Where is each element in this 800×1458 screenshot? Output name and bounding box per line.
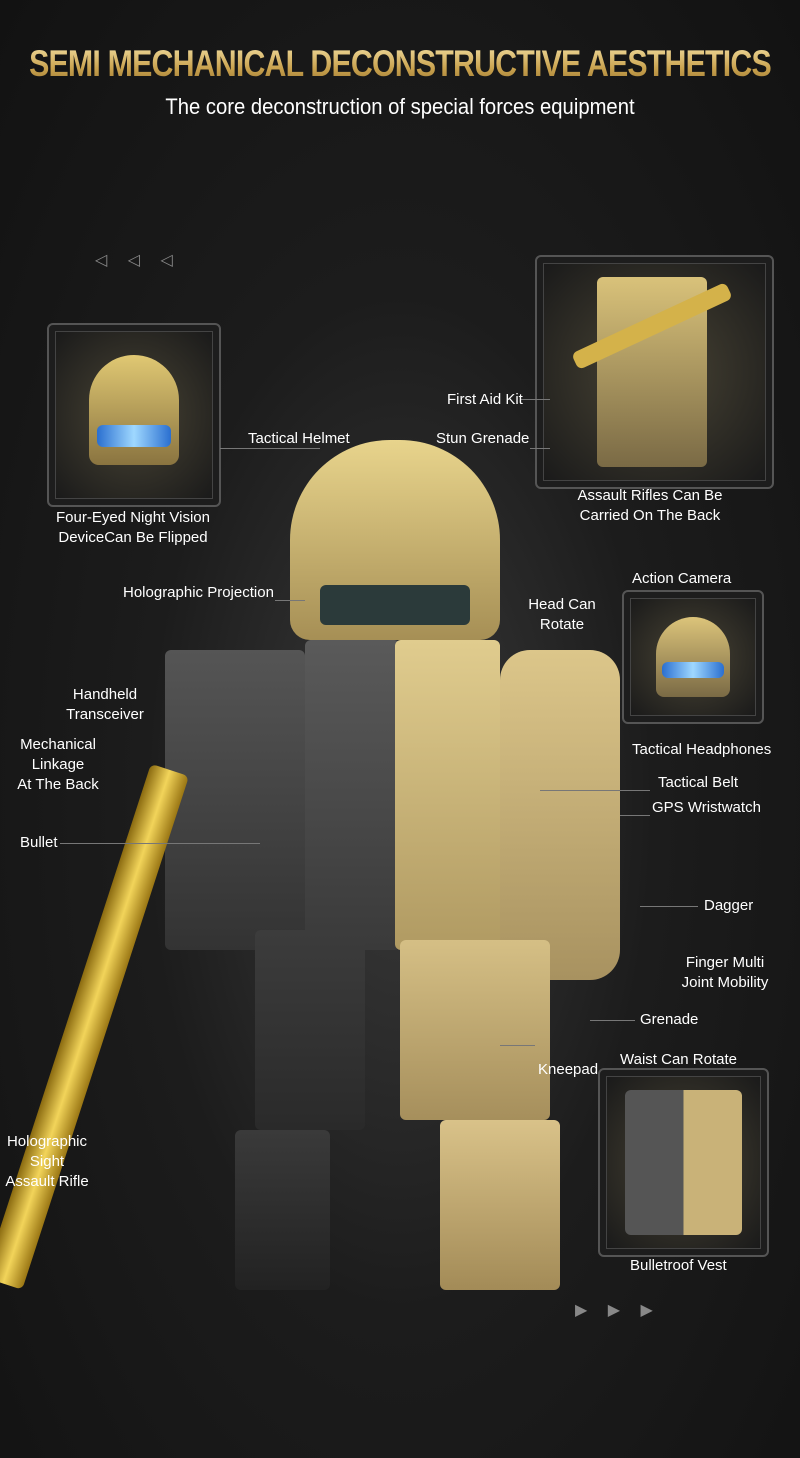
label-line: DeviceCan Be Flipped bbox=[58, 529, 208, 546]
label-stun-grenade: Stun Grenade bbox=[436, 430, 530, 447]
right-arrows-icon: ▶ ▶ ▶ bbox=[575, 1302, 661, 1319]
page-subtitle: The core deconstruction of special force… bbox=[165, 94, 635, 119]
label-rifles-back: Assault Rifles Can Be Carried On The Back bbox=[577, 486, 722, 526]
head-rotate-inset-image bbox=[622, 590, 764, 724]
label-waist-rotate: Waist Can Rotate bbox=[620, 1051, 737, 1068]
label-line: Rotate bbox=[539, 616, 585, 633]
label-tactical-belt: Tactical Belt bbox=[658, 774, 739, 791]
label-line: Sight bbox=[29, 1153, 65, 1170]
label-bullet: Bullet bbox=[20, 834, 58, 851]
label-action-camera: Action Camera bbox=[632, 570, 732, 587]
vest-inset-image bbox=[598, 1068, 769, 1257]
page-title: SEMI MECHANICAL DECONSTRUCTIVE AESTHETIC… bbox=[29, 43, 772, 84]
label-wristwatch: GPS Wristwatch bbox=[652, 799, 761, 816]
label-grenade: Grenade bbox=[640, 1011, 699, 1028]
label-line: Head Can bbox=[528, 596, 596, 613]
label-line: Joint Mobility bbox=[681, 974, 769, 991]
label-line: Linkage bbox=[31, 756, 85, 773]
label-dagger: Dagger bbox=[704, 897, 754, 914]
left-arrows-icon: ◁ ◁ ◁ bbox=[95, 252, 181, 269]
label-tactical-helmet: Tactical Helmet bbox=[248, 430, 350, 447]
label-line: Transceiver bbox=[66, 706, 144, 723]
label-line: Assault Rifles Can Be bbox=[577, 487, 723, 504]
label-holographic-projection: Holographic Projection bbox=[123, 584, 274, 601]
label-kneepad: Kneepad bbox=[538, 1061, 599, 1078]
label-first-aid-kit: First Aid Kit bbox=[447, 391, 523, 408]
label-line: Carried On The Back bbox=[579, 507, 721, 524]
label-line: Mechanical bbox=[20, 736, 96, 753]
label-line: Assault Rifle bbox=[5, 1173, 89, 1190]
label-headphones: Tactical Headphones bbox=[632, 741, 772, 758]
label-vest: Bulletroof Vest bbox=[630, 1257, 727, 1274]
back-view-inset-image bbox=[535, 255, 774, 489]
label-line: Finger Multi bbox=[685, 954, 765, 971]
label-line: Handheld bbox=[72, 686, 138, 703]
label-line: Four-Eyed Night Vision bbox=[56, 509, 210, 526]
helmet-inset-image bbox=[47, 323, 221, 507]
label-line: Holographic bbox=[6, 1133, 88, 1150]
label-line: At The Back bbox=[17, 776, 99, 793]
